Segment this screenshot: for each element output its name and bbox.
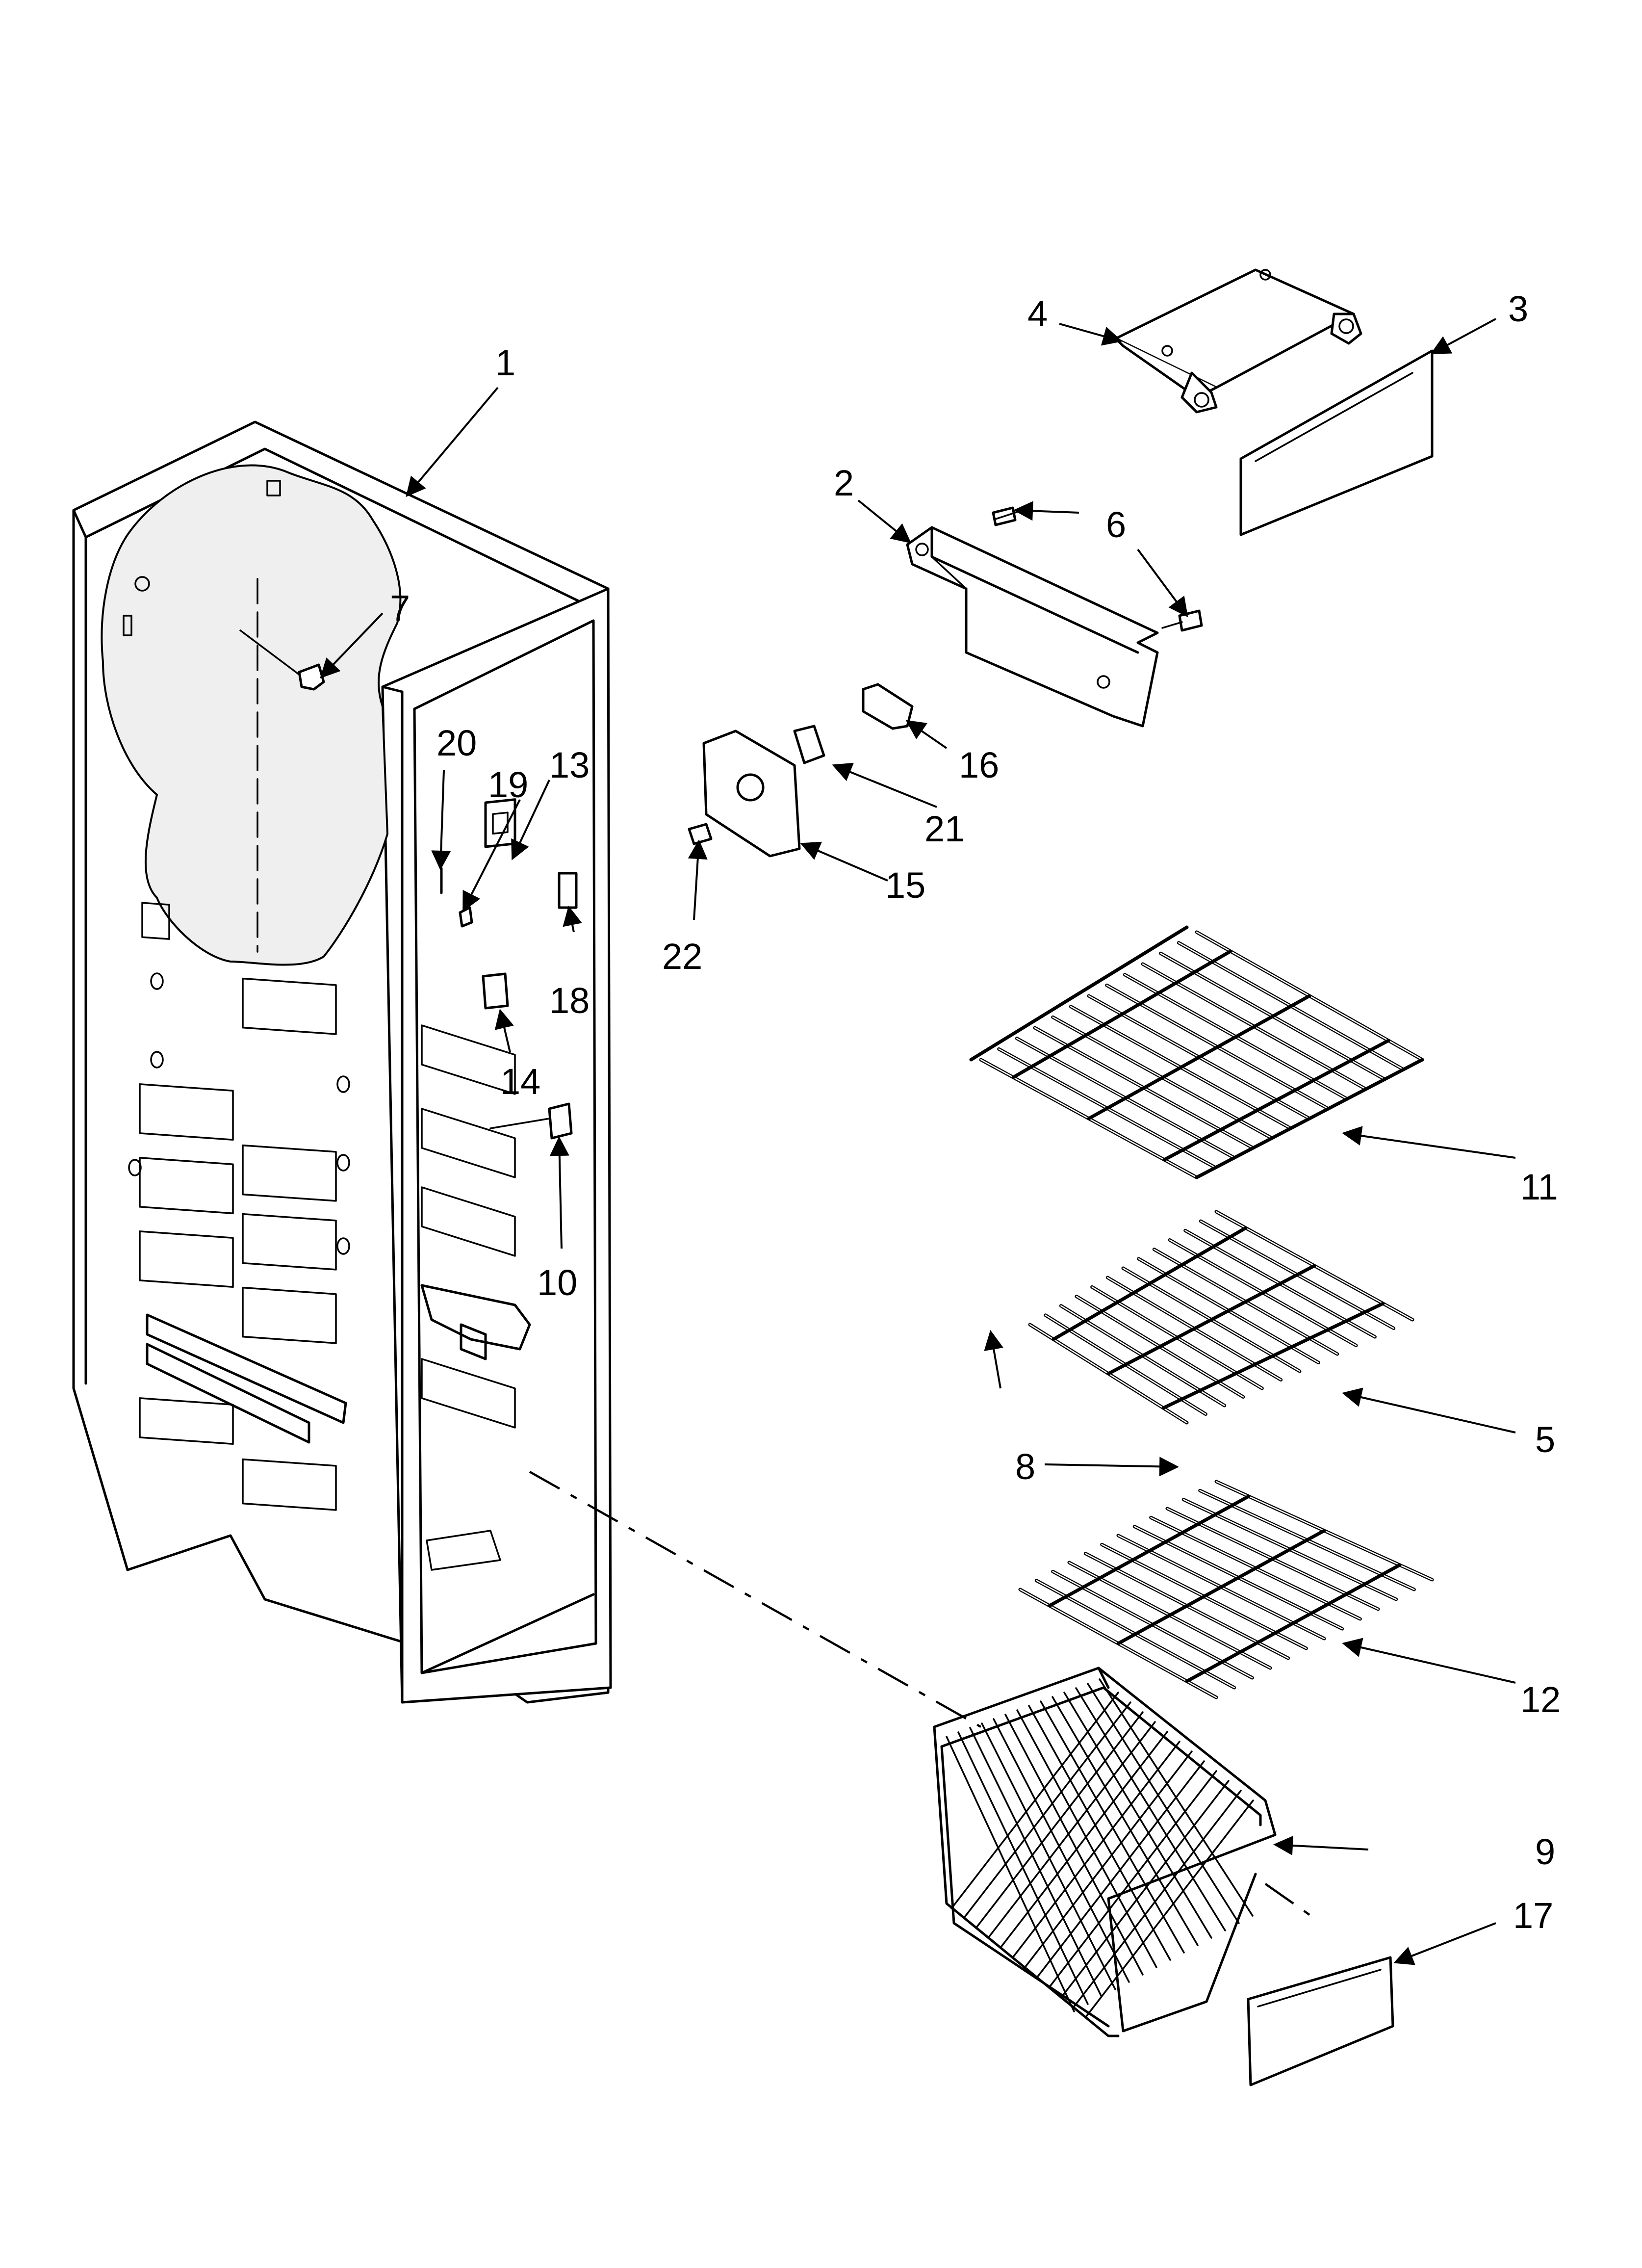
basket-wire <box>1016 1709 1157 1968</box>
basket-wire <box>975 1711 1144 1929</box>
hinge-cover <box>1239 349 1434 536</box>
callout-11: 11 <box>1520 1167 1558 1207</box>
basket-wire <box>981 1722 1116 1990</box>
basket-wire <box>1012 1741 1180 1958</box>
callout-20: 20 <box>436 723 477 763</box>
basket-wire <box>1063 1692 1212 1939</box>
callout-21: 21 <box>924 808 965 849</box>
shelf-crossbar <box>1106 1264 1316 1376</box>
callout-6: 6 <box>1106 504 1126 545</box>
hinge-bracket <box>1114 268 1362 414</box>
callout-4: 4 <box>1027 293 1048 334</box>
wire-shelves <box>969 925 1434 1699</box>
callout-22: 22 <box>662 936 702 977</box>
basket-wire <box>1000 1731 1168 1949</box>
callout-12: 12 <box>1520 1679 1561 1720</box>
shelf-rail <box>1195 1058 1424 1179</box>
basket-wire <box>1073 1790 1242 2007</box>
basket-wire <box>1004 1714 1144 1976</box>
basket-front <box>1247 1956 1394 2086</box>
shelf-crossbar <box>1185 1563 1402 1683</box>
basket-wire <box>1061 1780 1230 1998</box>
control-board <box>862 683 914 730</box>
callout-18: 18 <box>549 980 590 1021</box>
wire-basket <box>933 1667 1277 2037</box>
basket-wire <box>1085 1799 1254 2017</box>
basket-wire <box>1075 1687 1226 1931</box>
callout-2: 2 <box>834 463 854 503</box>
callout-9: 9 <box>1535 1831 1555 1872</box>
shelf-rail <box>969 925 1189 1062</box>
shelf-crossbar <box>1011 949 1232 1079</box>
basket-wire <box>1028 1705 1171 1961</box>
thermostat-plate <box>688 725 825 858</box>
shelf-crossbar <box>1162 1039 1390 1162</box>
callout-14: 14 <box>500 1061 540 1102</box>
callout-8: 8 <box>1015 1446 1035 1487</box>
leader-lines <box>320 318 1516 1965</box>
basket-wire <box>1024 1750 1193 1968</box>
callout-3: 3 <box>1508 288 1528 329</box>
callout-19: 19 <box>488 764 528 805</box>
callout-17: 17 <box>1513 1895 1553 1936</box>
callout-15: 15 <box>885 865 925 906</box>
alignment-line <box>1264 1883 1315 1919</box>
callout-labels: 1 2 3 4 5 6 7 8 9 10 11 12 13 14 15 16 1… <box>390 288 1561 1936</box>
basket-wire-grid <box>946 1678 1254 2017</box>
callout-5: 5 <box>1535 1419 1555 1460</box>
basket-wire <box>1040 1700 1185 1954</box>
basket-wire <box>1049 1770 1217 1988</box>
basket-wire <box>946 1736 1075 2012</box>
shelf-crossbar <box>1116 1529 1326 1645</box>
shelf-crossbar <box>1052 1226 1248 1341</box>
callout-10: 10 <box>537 1262 577 1303</box>
callout-1: 1 <box>495 342 515 383</box>
basket-wire <box>950 1692 1119 1909</box>
shelf-crossbar <box>1087 994 1311 1121</box>
callout-13: 13 <box>549 745 590 785</box>
basket-wire <box>1036 1760 1205 1978</box>
callout-7: 7 <box>390 588 410 628</box>
basket-wire <box>969 1727 1103 1998</box>
shelf-crossbar <box>1161 1302 1385 1410</box>
alignment-line <box>529 1471 982 1728</box>
shelf-crossbar <box>1048 1494 1251 1608</box>
control-housing <box>906 526 1159 728</box>
callout-16: 16 <box>959 745 999 785</box>
basket-wire <box>987 1721 1156 1939</box>
basket-wire <box>963 1701 1131 1919</box>
